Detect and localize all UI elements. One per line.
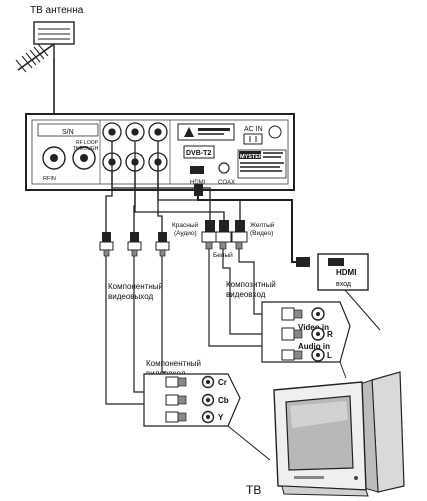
component-in-line1: Компонентный [146, 359, 201, 368]
rf-loop-label-1: RF LOOP [76, 140, 99, 146]
component-out-plugs [99, 232, 170, 257]
antenna-panel [33, 21, 75, 45]
coax-port-label: COAX [218, 180, 235, 186]
component-output-cables [105, 141, 241, 232]
component-input-panel: Cr Cb Y [143, 373, 271, 461]
tv-label: ТВ [246, 483, 261, 497]
composite-input-panel: Video in R Audio in L [261, 301, 351, 379]
serial-sticker [37, 123, 99, 137]
composite-plug-yellow [231, 220, 248, 250]
receiver-back-panel: S/N RFIN RF LOOP THROUGH DVB-T2 [25, 113, 295, 191]
composite-plug-red [201, 220, 218, 250]
yellow-label-2: (Видео) [250, 230, 273, 237]
coax-port [218, 162, 230, 174]
audio-l-label: L [327, 351, 332, 360]
rf-loop-label-2: THROUGH [73, 146, 99, 152]
component-out-line2: видеовыход [108, 292, 153, 301]
composite-in-line2: видеовход [226, 290, 266, 299]
yellow-label-1: Желтый [250, 221, 275, 229]
component-plug-3 [155, 232, 170, 257]
component-out-line1: Компонентный [108, 282, 163, 291]
component-plug-2 [127, 232, 142, 257]
red-label-1: Красный [172, 221, 199, 229]
ac-in-socket [243, 133, 263, 145]
hdmi-input-box: HDMI вход [317, 253, 381, 331]
warning-label [177, 123, 235, 141]
composite-plug-white [215, 220, 232, 250]
ac-in-label: AC IN [244, 126, 263, 133]
audio-in-label: Audio in [298, 342, 330, 351]
tv-antenna [15, 21, 75, 73]
hdmi-cable [194, 184, 310, 267]
cb-label: Cb [218, 396, 229, 405]
rfin-label: RFIN [43, 176, 56, 182]
dvb-logo: DVB-T2 [186, 150, 211, 157]
antenna-label: ТВ антенна [30, 5, 84, 16]
brand-label: MYSTERY [240, 154, 267, 160]
hdmi-plug [296, 257, 310, 267]
component-plug-1 [99, 232, 114, 257]
audio-r-label: R [327, 330, 333, 339]
serial-label: S/N [62, 129, 74, 136]
video-in-label: Video in [298, 323, 329, 332]
hdmi-port-label: HDMI [190, 180, 206, 186]
red-label-2: (Аудио) [174, 230, 197, 237]
y-label: Y [218, 413, 224, 422]
composite-in-line1: Композитный [226, 280, 276, 289]
hdmi-box-line2: вход [336, 281, 351, 288]
cr-label: Cr [218, 378, 227, 387]
rca-jacks-top [102, 122, 168, 142]
television [273, 371, 405, 497]
hdmi-box-line1: HDMI [336, 268, 356, 277]
dvb-logo-box [183, 145, 215, 159]
composite-out-plugs [201, 220, 248, 250]
warning-icon [184, 127, 194, 137]
hdmi-port [190, 166, 204, 174]
hdmi-input-port [328, 258, 344, 266]
